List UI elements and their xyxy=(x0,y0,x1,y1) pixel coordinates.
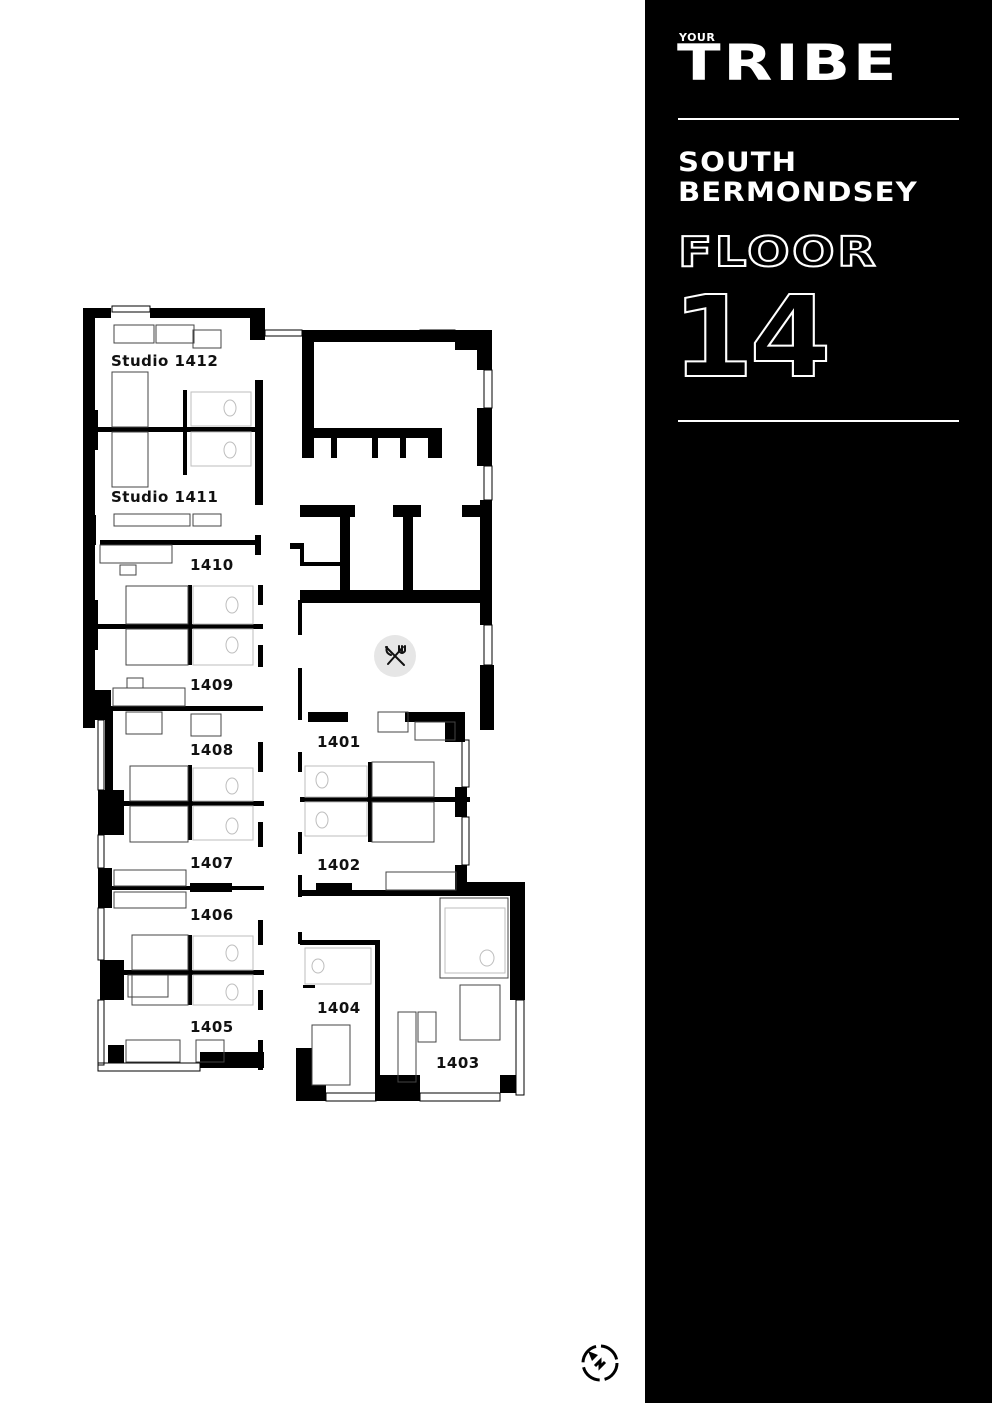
room-label-1401: 1401 xyxy=(317,733,361,751)
room-label-1408: 1408 xyxy=(190,741,234,759)
room-label-1404: 1404 xyxy=(317,999,361,1017)
room-label-1407: 1407 xyxy=(190,854,234,872)
floor-label: FLOOR xyxy=(677,228,879,276)
divider-bottom xyxy=(678,420,959,422)
room-label-1406: 1406 xyxy=(190,906,234,924)
room-label-1410: 1410 xyxy=(190,556,234,574)
room-label-1412: Studio 1412 xyxy=(111,352,219,370)
floor-number: 14 xyxy=(671,273,833,403)
kitchen-marker xyxy=(374,635,416,677)
room-label-1402: 1402 xyxy=(317,856,361,874)
brand-prefix: YOUR xyxy=(679,31,716,44)
room-label-1403: 1403 xyxy=(436,1054,480,1072)
floor-plan-drawing xyxy=(83,305,525,1102)
location-line-1: SOUTH xyxy=(678,147,798,178)
info-panel: YOUR TRIBE SOUTH BERMONDSEY FLOOR 14 xyxy=(645,0,992,1403)
north-compass-icon xyxy=(581,1344,619,1382)
room-label-1405: 1405 xyxy=(190,1018,234,1036)
room-label-1411: Studio 1411 xyxy=(111,488,219,506)
brand-logo: TRIBE xyxy=(677,34,900,92)
fork-knife-icon xyxy=(385,645,406,666)
divider-top xyxy=(678,118,959,120)
room-label-1409: 1409 xyxy=(190,676,234,694)
location-name: SOUTH BERMONDSEY xyxy=(678,148,918,208)
floor-plan: Studio 1412 Studio 1411 1410 1409 1408 1… xyxy=(83,305,619,1382)
location-line-2: BERMONDSEY xyxy=(678,177,918,208)
